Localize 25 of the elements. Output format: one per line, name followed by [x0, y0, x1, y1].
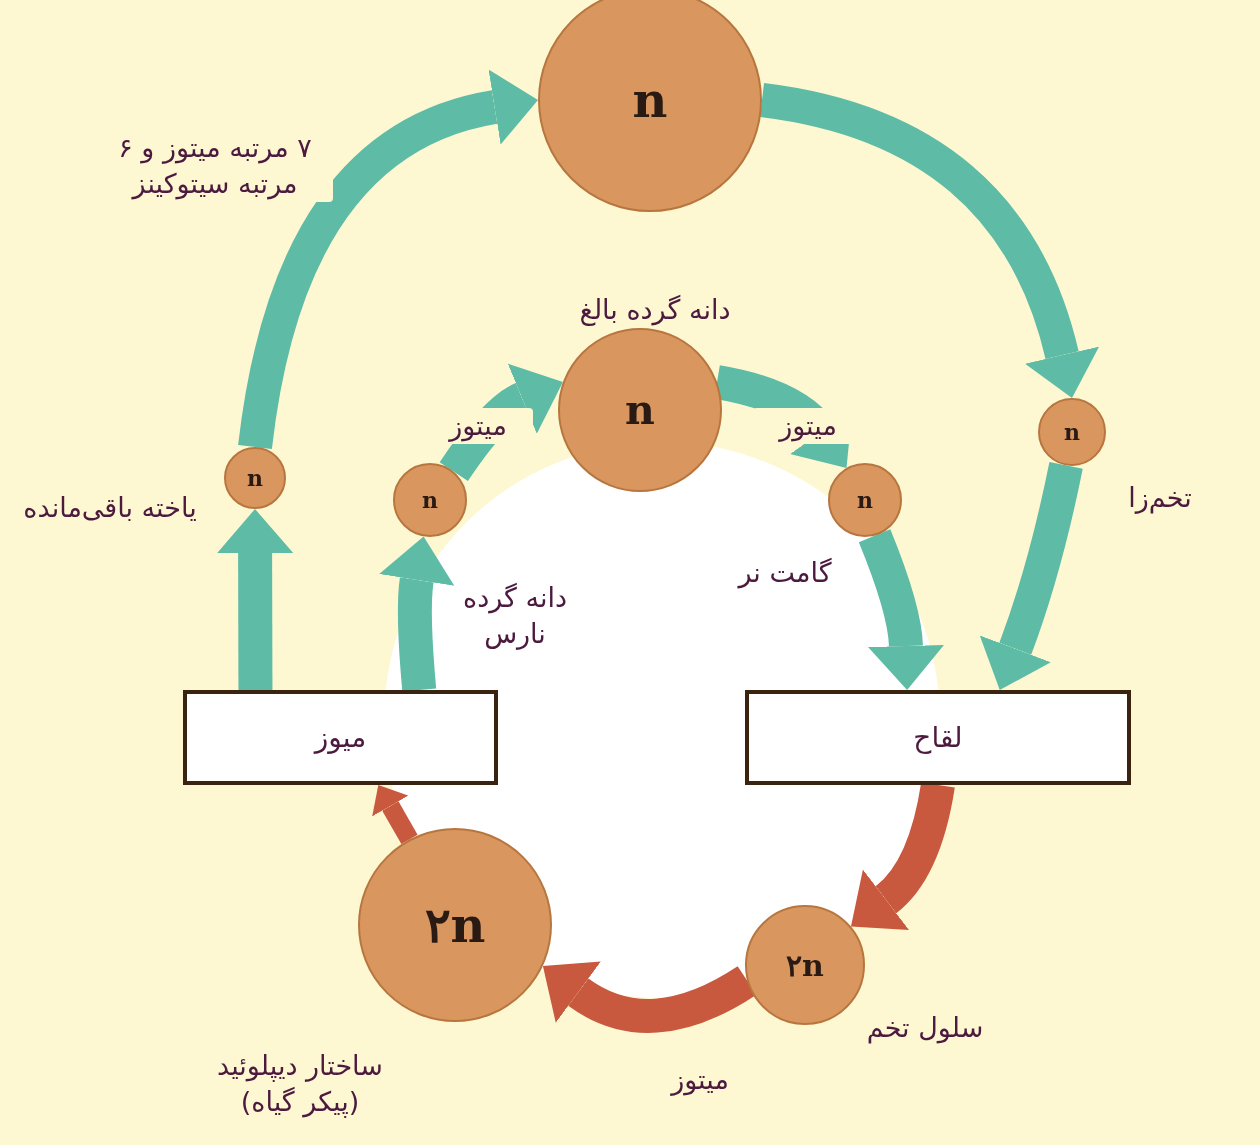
arrow: [858, 529, 944, 690]
arrow: [759, 83, 1099, 398]
arrow: [217, 509, 294, 691]
cell-circle: n: [1038, 398, 1106, 466]
cell-circle: ۲n: [745, 905, 865, 1025]
cell-circle: n: [828, 463, 902, 537]
process-box: میوز: [183, 690, 498, 785]
process-box: لقاح: [745, 690, 1131, 785]
node-caption: سلول تخم: [865, 1011, 985, 1046]
arrow: [439, 364, 562, 482]
cell-circle: n: [538, 0, 762, 212]
node-caption: گامت نر: [736, 556, 833, 591]
node-caption: ساختار دیپلوئید (پیکر گیاه): [216, 1049, 384, 1120]
node-caption: دانه گرده نارس: [462, 581, 568, 652]
cell-circle: ۲n: [358, 828, 552, 1022]
cell-circle: n: [558, 328, 722, 492]
node-caption: یاخته باقی‌مانده: [22, 491, 198, 525]
node-caption: دانه گرده بالغ: [578, 293, 732, 328]
cell-circle: n: [224, 447, 286, 509]
arrow: [238, 69, 538, 450]
arrow: [372, 785, 418, 844]
arrow: [379, 536, 455, 692]
cell-circle: n: [393, 463, 467, 537]
node-caption: تخم‌زا: [1127, 481, 1193, 516]
arrow: [979, 462, 1083, 691]
